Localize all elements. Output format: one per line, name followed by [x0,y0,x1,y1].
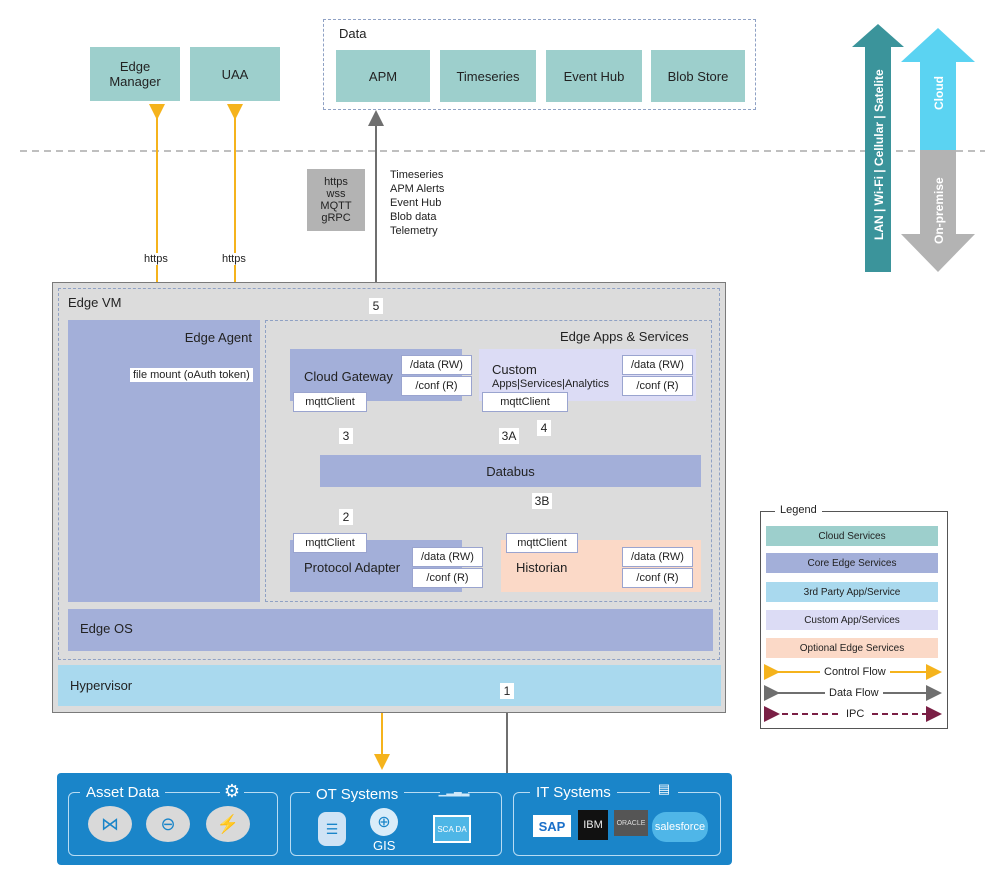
connector-icon: ⊖ [146,806,190,842]
cloud-gateway-data-rw: /data (RW) [401,355,472,375]
apm-box: APM [336,50,430,102]
settings-icon: ⚙ [220,780,244,802]
sap-logo: SAP [533,815,571,837]
legend-control-flow: Control Flow [820,666,890,678]
cloud-arrow-label: Cloud [932,76,946,110]
asset-data-title: Asset Data [80,784,166,801]
protocol-wss: wss [326,188,346,200]
it-systems-group [513,792,721,856]
protocol-adapter-data-rw: /data (RW) [412,547,483,567]
step-5-label: 5 [369,298,383,314]
legend-custom-app: Custom App/Services [766,610,938,630]
databus-box: Databus [320,455,701,487]
edge-os-box: Edge OS [68,609,713,651]
uaa-box: UAA [190,47,280,101]
legend-ipc: IPC [842,708,869,720]
salesforce-logo: salesforce [652,812,708,842]
protocol-https: https [324,176,348,188]
event-hub-box: Event Hub [546,50,642,102]
edge-apps-title: Edge Apps & Services [560,329,689,344]
https-label-manager: https [143,253,169,265]
edge-os-title: Edge OS [80,621,133,636]
network-arrows: LAN | Wi-Fi | Cellular | Satelite Cloud … [852,24,975,272]
legend-core-edge-services: Core Edge Services [766,553,938,573]
onprem-arrow-label: On-premise [932,177,946,244]
server-rack-icon: ▤ [650,780,678,798]
file-mount-label: file mount (oAuth token) [130,368,253,382]
legend-title: Legend [775,504,822,516]
data-types-list: Timeseries APM Alerts Event Hub Blob dat… [390,168,444,238]
gis-label: GIS [373,838,396,853]
hypervisor-box: Hypervisor [58,665,721,706]
custom-apps-conf-r: /conf (R) [622,376,693,396]
edge-vm-title: Edge VM [68,295,122,310]
oracle-logo: ORACLE [614,810,648,836]
step-3a-label: 3A [499,428,519,444]
power-meter-icon: ⚡ [206,806,250,842]
edge-agent-title: Edge Agent [184,330,252,345]
ibm-logo: IBM [578,810,608,840]
data-type-apm-alerts: APM Alerts [390,183,445,195]
protocol-mqtt: MQTT [320,200,352,212]
cloud-gateway-conf-r: /conf (R) [401,376,472,396]
cloud-arrow-shape [901,28,975,150]
data-type-telemetry: Telemetry [390,225,438,237]
lan-arrow-shape [852,24,904,272]
protocol-adapter-title: Protocol Adapter [304,560,401,575]
historian-data-rw: /data (RW) [622,547,693,567]
protocols-box: https wss MQTT gRPC [307,169,365,231]
globe-icon: ⊕ [370,808,398,836]
data-services-group: Data APM Timeseries Event Hub Blob Store [323,19,756,110]
ot-systems-title: OT Systems [310,786,405,803]
custom-apps-title: Custom [492,362,537,377]
lan-arrow-label: LAN | Wi-Fi | Cellular | Satelite [872,69,886,240]
legend-optional-edge: Optional Edge Services [766,638,938,658]
step-3-label: 3 [339,428,353,444]
custom-apps-subtitle: Apps|Services|Analytics [492,378,609,390]
protocol-adapter-conf-r: /conf (R) [412,568,483,588]
database-icon: ☰ [318,812,346,846]
protocol-grpc: gRPC [321,212,351,224]
hypervisor-title: Hypervisor [70,678,133,693]
asset-data-group [68,792,278,856]
protocol-adapter-mqtt-client: mqttClient [293,533,367,553]
historian-title: Historian [516,560,568,575]
step-3b-label: 3B [532,493,552,509]
data-type-event-hub: Event Hub [390,197,442,209]
it-systems-title: IT Systems [530,784,617,801]
legend-data-flow: Data Flow [825,687,883,699]
blob-store-box: Blob Store [651,50,745,102]
step-2-label: 2 [339,509,353,525]
historian-conf-r: /conf (R) [622,568,693,588]
data-type-timeseries: Timeseries [390,169,444,181]
signal-icon: ▁▂▃▂ [438,784,470,798]
data-group-title: Data [339,26,367,41]
cloud-gateway-title: Cloud Gateway [304,369,393,384]
custom-apps-data-rw: /data (RW) [622,355,693,375]
edge-vm-box [58,288,720,660]
custom-apps-mqtt-client: mqttClient [482,392,568,412]
edge-manager-box: Edge Manager [90,47,180,101]
sensor-icon: ⋈ [88,806,132,842]
https-label-uaa: https [221,253,247,265]
cloud-gateway-mqtt-client: mqttClient [293,392,367,412]
step-1-label: 1 [500,683,514,699]
timeseries-box: Timeseries [440,50,536,102]
step-4-label: 4 [537,420,551,436]
scada-icon: SCA DA [433,815,471,843]
edge-apps-group [265,320,712,602]
data-type-blob-data: Blob data [390,211,437,223]
onprem-arrow-shape [901,150,975,272]
historian-mqtt-client: mqttClient [506,533,578,553]
legend-cloud-services: Cloud Services [766,526,938,546]
legend-third-party: 3rd Party App/Service [766,582,938,602]
edge-agent-box: Edge Agent [68,320,260,602]
